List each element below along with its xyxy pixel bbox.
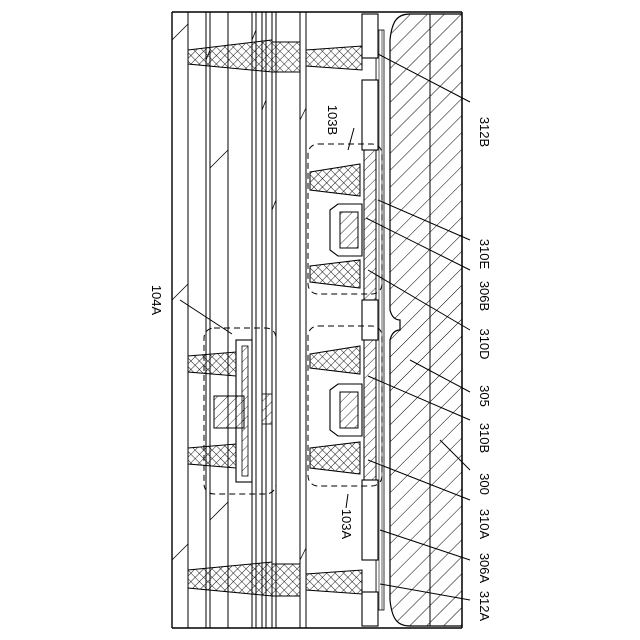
label-312B: 312B <box>477 117 492 147</box>
label-312A: 312A <box>477 591 492 622</box>
label-310D: 310D <box>477 328 492 359</box>
upper-insulator-layers <box>188 12 306 628</box>
label-306B: 306B <box>477 281 492 311</box>
label-103A: 103A <box>339 509 354 540</box>
label-310B: 310B <box>477 423 492 453</box>
isolation-blocks <box>362 14 378 626</box>
label-310E: 310E <box>477 239 492 270</box>
substrate-300 <box>390 14 462 626</box>
label-310A: 310A <box>477 509 492 540</box>
label-300: 300 <box>477 473 492 495</box>
label-104A: 104A <box>149 285 164 316</box>
label-103B: 103B <box>325 105 340 135</box>
gate-structures <box>330 204 362 436</box>
label-305: 305 <box>477 385 492 407</box>
label-306A: 306A <box>477 553 492 584</box>
transistor-104A <box>204 328 276 494</box>
